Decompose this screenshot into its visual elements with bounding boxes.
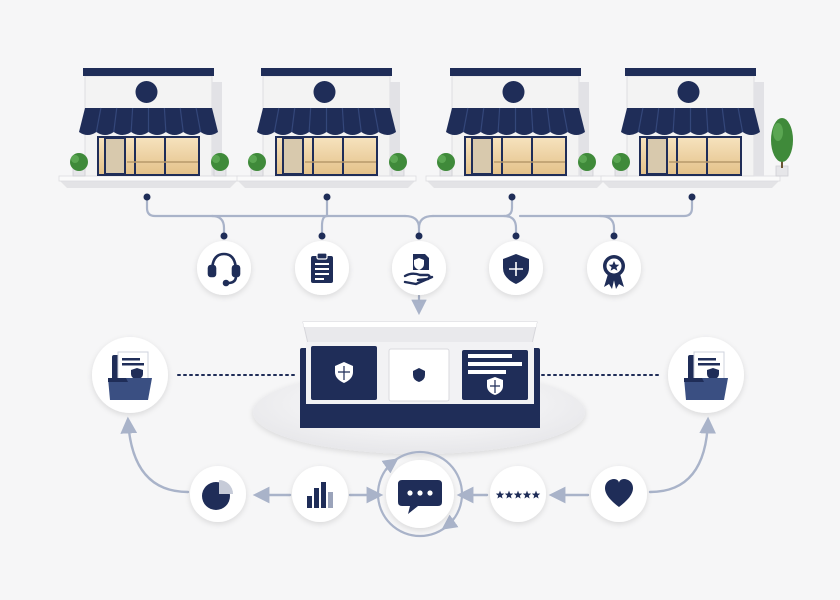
store-sign <box>135 81 158 103</box>
chat-bubble-icon <box>398 480 442 514</box>
feedback-node-conversation[interactable] <box>376 450 464 538</box>
store-platform <box>59 180 238 188</box>
store-door <box>471 137 493 175</box>
star-icon <box>531 490 541 499</box>
headset-icon <box>207 252 241 287</box>
store-door <box>646 137 668 175</box>
award-badge-icon <box>603 255 625 289</box>
light-shield-card <box>388 348 450 402</box>
store-roof <box>261 68 392 76</box>
store-platform <box>601 180 780 188</box>
bar-chart-icon <box>307 482 333 508</box>
folder-document-icon <box>684 351 728 400</box>
store-sign <box>313 81 336 103</box>
service-node-quality[interactable] <box>587 241 641 295</box>
side-node-left[interactable] <box>92 337 168 413</box>
service-icon-row <box>197 241 641 295</box>
clipboard-icon <box>311 252 333 283</box>
store-row <box>58 68 793 188</box>
five-stars-icon <box>495 490 541 499</box>
store-door <box>282 137 304 175</box>
feedback-node-loyalty[interactable] <box>591 466 647 522</box>
feedback-node-bars[interactable] <box>292 466 348 522</box>
potted-plant-left <box>248 153 266 177</box>
potted-plant-right <box>389 153 407 177</box>
store-connector-network <box>145 196 694 316</box>
store-awning <box>257 107 396 135</box>
side-node-right[interactable] <box>668 337 744 413</box>
dark-shield-card <box>311 346 377 400</box>
service-node-support[interactable] <box>197 241 251 295</box>
pie-chart-icon <box>202 480 233 510</box>
central-package[interactable] <box>253 321 585 454</box>
store-awning <box>446 107 585 135</box>
topiary-tree <box>771 118 793 177</box>
store-roof <box>450 68 581 76</box>
star-icon <box>495 490 505 499</box>
store-sign <box>677 81 700 103</box>
store-platform <box>426 180 605 188</box>
star-icon <box>504 490 514 499</box>
storefront-4[interactable] <box>600 68 793 188</box>
store-awning <box>79 107 218 135</box>
star-icon <box>522 490 532 499</box>
feedback-loop-arrows <box>120 416 717 504</box>
store-sign <box>502 81 525 103</box>
service-node-care[interactable] <box>392 241 446 295</box>
document-shield-card <box>462 350 528 400</box>
storefront-3[interactable] <box>425 68 606 188</box>
feedback-loop <box>190 450 647 538</box>
connector-dots <box>143 193 696 240</box>
potted-plant-left <box>612 153 630 177</box>
storefront-1[interactable] <box>58 68 239 188</box>
store-platform <box>237 180 416 188</box>
store-roof <box>625 68 756 76</box>
shield-icon <box>503 254 529 284</box>
feedback-node-rating[interactable] <box>490 466 546 522</box>
potted-plant-left <box>437 153 455 177</box>
hand-shield-icon <box>403 254 434 286</box>
open-box-icon <box>300 321 540 428</box>
store-awning <box>621 107 760 135</box>
service-node-checklist[interactable] <box>295 241 349 295</box>
service-node-protection[interactable] <box>489 241 543 295</box>
potted-plant-right <box>578 153 596 177</box>
heart-icon <box>605 479 633 507</box>
storefront-2[interactable] <box>236 68 417 188</box>
potted-plant-left <box>70 153 88 177</box>
folder-document-icon <box>108 351 152 400</box>
store-roof <box>83 68 214 76</box>
star-icon <box>513 490 523 499</box>
store-door <box>104 137 126 175</box>
feedback-node-pie[interactable] <box>190 466 246 522</box>
potted-plant-right <box>211 153 229 177</box>
